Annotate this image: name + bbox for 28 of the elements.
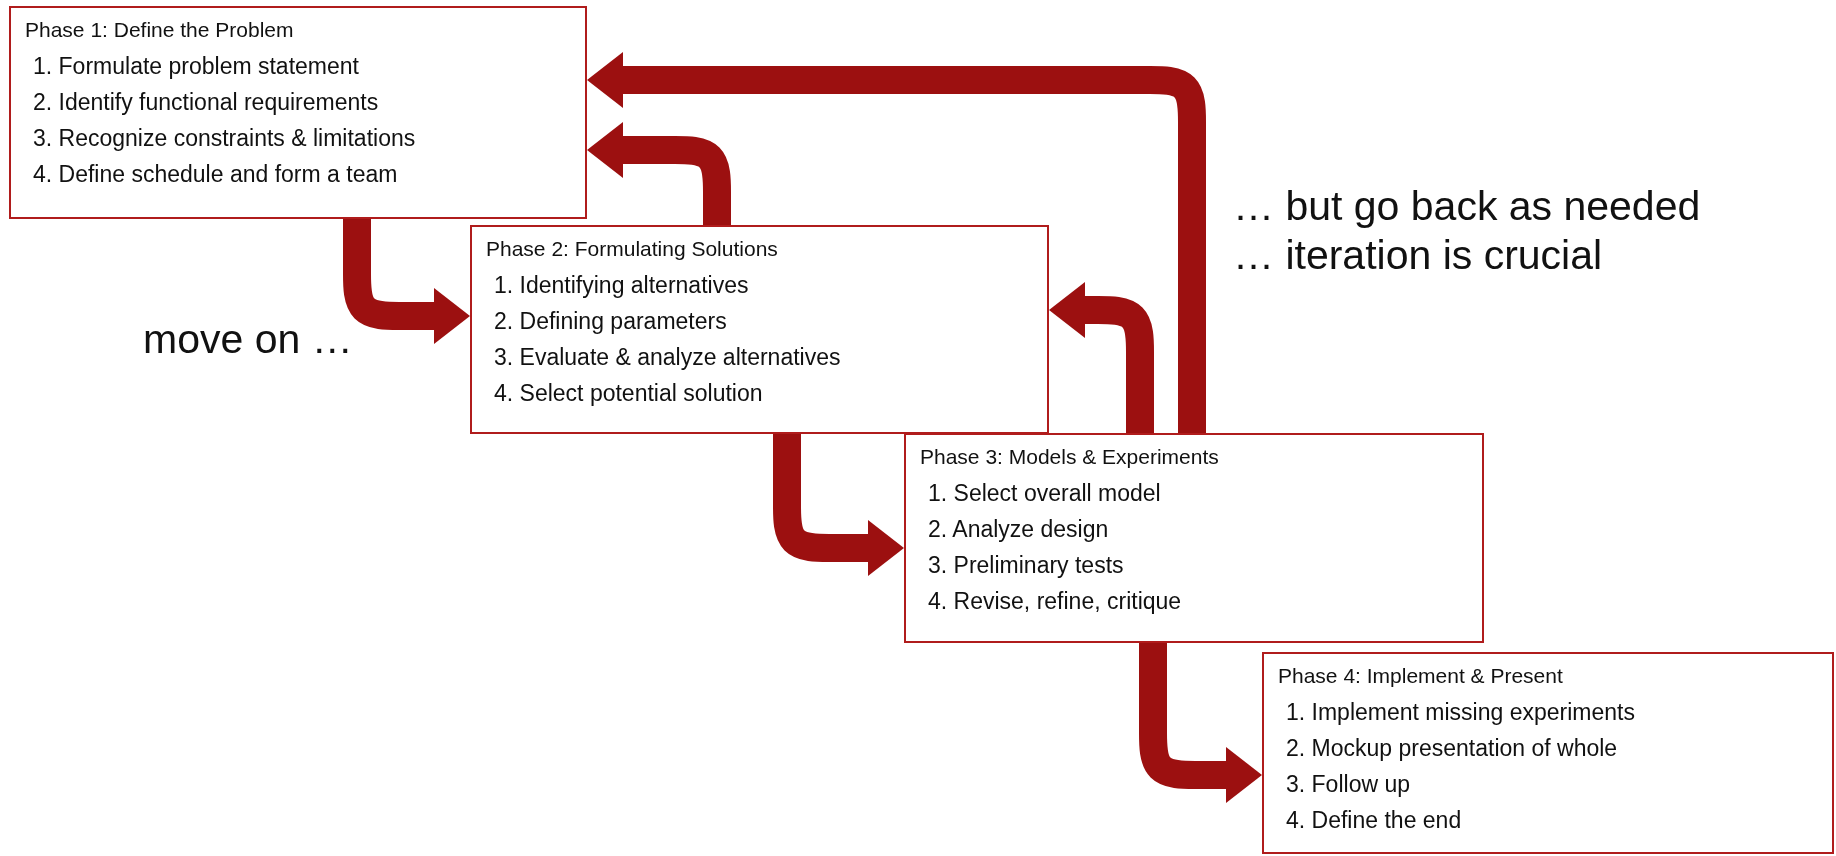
- phase-heading: Phase 3: Models & Experiments: [920, 445, 1220, 469]
- list-item: 2. Defining parameters: [493, 307, 728, 336]
- list-item: 2. Analyze design: [927, 515, 1110, 544]
- list-item: 1. Select overall model: [927, 479, 1162, 508]
- list-item: 3. Evaluate & analyze alternatives: [493, 343, 842, 372]
- curved-arrow: [587, 52, 1206, 433]
- list-item: 4. Select potential solution: [493, 379, 764, 408]
- list-item: 3. Follow up: [1285, 770, 1411, 799]
- list-item: 4. Define schedule and form a team: [32, 160, 399, 189]
- phase-box: [9, 6, 587, 219]
- list-item: 2. Identify functional requirements: [32, 88, 380, 117]
- phase-heading: Phase 2: Formulating Solutions: [486, 237, 779, 261]
- list-item: 1. Implement missing experiments: [1285, 698, 1636, 727]
- list-item: 1. Formulate problem statement: [32, 52, 360, 81]
- list-item: 4. Define the end: [1285, 806, 1463, 835]
- list-item: 3. Preliminary tests: [927, 551, 1125, 580]
- list-item: 3. Recognize constraints & limitations: [32, 124, 417, 153]
- list-item: 2. Mockup presentation of whole: [1285, 734, 1619, 763]
- note-text: … but go back as needed: [1233, 183, 1701, 230]
- note-text: move on …: [143, 316, 353, 363]
- list-item: 4. Revise, refine, critique: [927, 587, 1183, 616]
- phase-heading: Phase 4: Implement & Present: [1278, 664, 1564, 688]
- phase-box: [470, 225, 1049, 434]
- phase-box: [1262, 652, 1834, 854]
- phase-box: [904, 433, 1484, 643]
- phase-heading: Phase 1: Define the Problem: [25, 18, 295, 42]
- note-text: … iteration is crucial: [1233, 232, 1603, 279]
- list-item: 1. Identifying alternatives: [493, 271, 750, 300]
